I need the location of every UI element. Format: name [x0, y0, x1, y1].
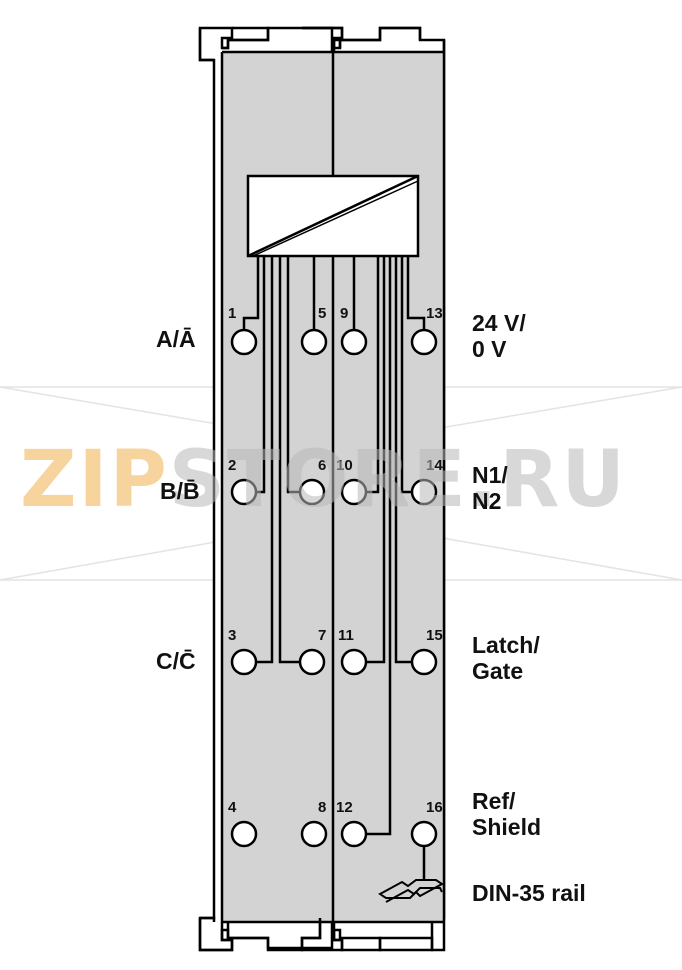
label-c-cbar: C/C̄	[156, 648, 196, 674]
terminal-number: 10	[336, 457, 353, 474]
terminal-number: 16	[426, 799, 443, 816]
terminal-14	[410, 478, 438, 506]
label-line: N2	[472, 488, 502, 515]
wire-terminal-11	[366, 256, 386, 664]
wire-terminal-13	[406, 256, 426, 330]
din-rail-symbol	[378, 879, 444, 903]
label-latch-gate: Latch/ Gate	[472, 632, 540, 685]
terminal-7	[298, 648, 326, 676]
terminal-number: 1	[228, 305, 236, 322]
label-line: N1/	[472, 462, 508, 488]
terminal-6	[298, 478, 326, 506]
label-text: B/B̄	[160, 478, 200, 504]
terminal-number: 8	[318, 799, 326, 816]
label-line: Ref/	[472, 788, 516, 814]
terminal-13	[410, 328, 438, 356]
wire-terminal-15	[394, 256, 412, 664]
terminal-1	[230, 328, 258, 356]
terminal-number: 13	[426, 305, 443, 322]
terminal-number: 14	[426, 457, 443, 474]
terminal-number: 5	[318, 305, 326, 322]
label-text: C/C̄	[156, 648, 196, 674]
label-24v-0v: 24 V/ 0 V	[472, 310, 526, 363]
label-a-abar: A/Ā	[156, 326, 196, 352]
wire-terminal-7	[278, 256, 300, 664]
wires	[242, 256, 426, 884]
label-line: Shield	[472, 814, 542, 841]
terminal-4	[230, 820, 258, 848]
label-b-bbar: B/B̄	[160, 478, 200, 504]
label-line: 24 V/	[472, 310, 526, 336]
terminal-9	[340, 328, 368, 356]
terminal-number: 9	[340, 305, 348, 322]
label-din-rail: DIN-35 rail	[472, 880, 586, 906]
terminal-number: 15	[426, 627, 443, 644]
label-line: 0 V	[472, 336, 507, 363]
terminal-number: 4	[228, 799, 237, 816]
watermark-lines	[0, 386, 682, 581]
terminals	[230, 328, 438, 848]
label-line: Latch/	[472, 632, 540, 658]
terminal-5	[300, 328, 328, 356]
terminal-number: 3	[228, 627, 236, 644]
converter-block	[246, 174, 420, 258]
wire-terminal-14	[400, 256, 412, 494]
terminal-number: 6	[318, 457, 326, 474]
wire-terminal-1	[242, 256, 260, 330]
wire-terminal-3	[256, 256, 274, 664]
terminal-number: 11	[338, 627, 354, 644]
terminal-number: 12	[336, 799, 353, 816]
terminal-12	[340, 820, 368, 848]
terminal-8	[300, 820, 328, 848]
terminal-11	[340, 648, 368, 676]
terminal-numbers: 1 5 9 13 2 6 10 14 3 7 11 15 4 8 12 16	[228, 305, 443, 816]
wire-terminal-10	[366, 256, 380, 494]
wire-terminal-2	[256, 256, 266, 494]
wire-terminal-12	[366, 256, 392, 836]
label-n1-n2: N1/ N2	[472, 462, 508, 515]
terminal-3	[230, 648, 258, 676]
terminal-16	[410, 820, 438, 848]
label-line: Gate	[472, 658, 524, 685]
terminal-10	[340, 478, 368, 506]
label-line: DIN-35 rail	[472, 880, 586, 906]
terminal-15	[410, 648, 438, 676]
terminal-2	[230, 478, 258, 506]
label-text: A/Ā	[156, 326, 196, 352]
wire-terminal-6	[286, 256, 300, 494]
terminal-number: 7	[318, 627, 326, 644]
terminal-number: 2	[228, 457, 236, 474]
label-ref-shield: Ref/ Shield	[472, 788, 541, 841]
